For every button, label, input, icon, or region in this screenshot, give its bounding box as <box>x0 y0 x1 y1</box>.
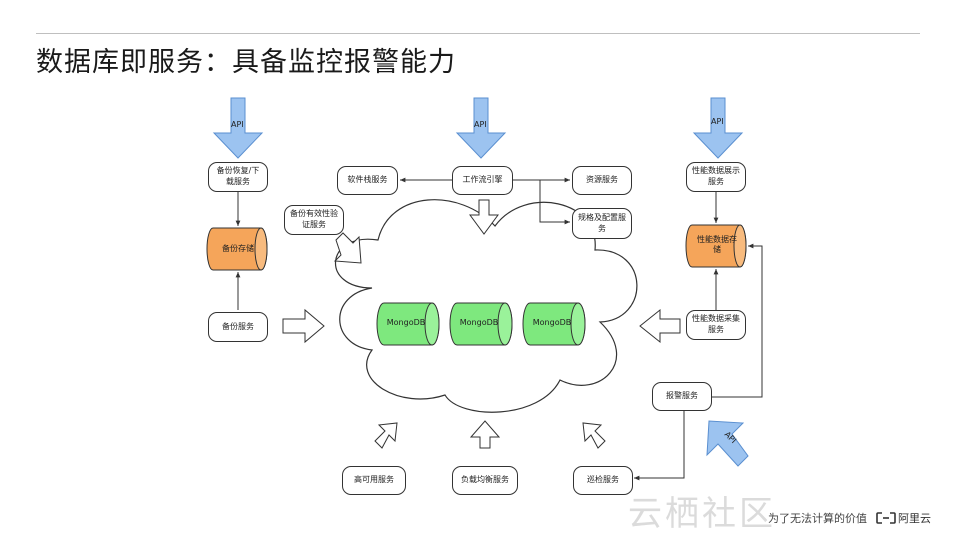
api-arrow-diagonal <box>706 420 749 467</box>
connector-alert-to-patrol <box>634 410 685 481</box>
mongodb-cylinder-1 <box>376 302 440 346</box>
footer-brand: 阿里云 <box>898 512 931 525</box>
api-arrow-right <box>692 97 744 159</box>
mongodb-cylinder-2 <box>449 302 513 346</box>
perf-storage-label: 性能数据存 储 <box>697 235 737 255</box>
perf-storage-cylinder <box>685 224 747 268</box>
connector-workflow-to-spec <box>539 180 570 225</box>
backup-storage-label: 备份存储 <box>222 244 254 253</box>
load-balance-node: 负载均衡服务 <box>452 466 518 495</box>
page-title: 数据库即服务：具备监控报警能力 <box>36 47 456 78</box>
connector-alert-to-storage <box>712 243 763 398</box>
api-label-right: API <box>711 117 724 126</box>
hollow-arrow-up-right <box>582 422 606 449</box>
hollow-arrow-diag-topleft <box>333 232 362 264</box>
software-stack-node: 软件栈服务 <box>337 166 398 195</box>
api-label-center: API <box>474 120 487 129</box>
resource-service-node: 资源服务 <box>572 166 632 195</box>
hollow-arrow-up-center <box>469 420 501 449</box>
aliyun-logo-icon <box>876 512 896 524</box>
workflow-engine-node: 工作流引擎 <box>452 166 513 195</box>
mongodb-label-2: MongoDB <box>459 318 499 327</box>
footer-slogan: 为了无法计算的价值 <box>768 512 867 525</box>
mongodb-label-3: MongoDB <box>532 318 572 327</box>
hollow-arrow-down-top <box>469 199 499 235</box>
alert-service-node: 报警服务 <box>652 382 712 411</box>
patrol-service-node: 巡检服务 <box>573 466 633 495</box>
spec-config-node: 规格及配置服 务 <box>572 208 632 239</box>
perf-display-node: 性能数据展示 服务 <box>686 162 746 192</box>
high-availability-node: 高可用服务 <box>342 466 406 495</box>
backup-verify-node: 备份有效性验 证服务 <box>284 205 344 235</box>
hollow-arrow-left-right <box>639 308 681 344</box>
api-arrow-left <box>212 97 264 159</box>
hollow-arrow-right-left <box>282 308 325 344</box>
api-arrow-center <box>455 97 507 159</box>
backup-restore-node: 备份恢复/下 载服务 <box>208 162 268 192</box>
title-rule <box>36 33 920 34</box>
api-label-left: API <box>231 120 244 129</box>
backup-service-node: 备份服务 <box>208 312 268 342</box>
backup-storage-cylinder <box>206 227 268 271</box>
watermark-text: 云栖社区 <box>628 494 776 534</box>
hollow-arrow-up-left <box>374 422 398 449</box>
mongodb-cylinder-3 <box>522 302 586 346</box>
perf-collect-node: 性能数据采集 服务 <box>686 310 746 340</box>
mongodb-label-1: MongoDB <box>386 318 426 327</box>
